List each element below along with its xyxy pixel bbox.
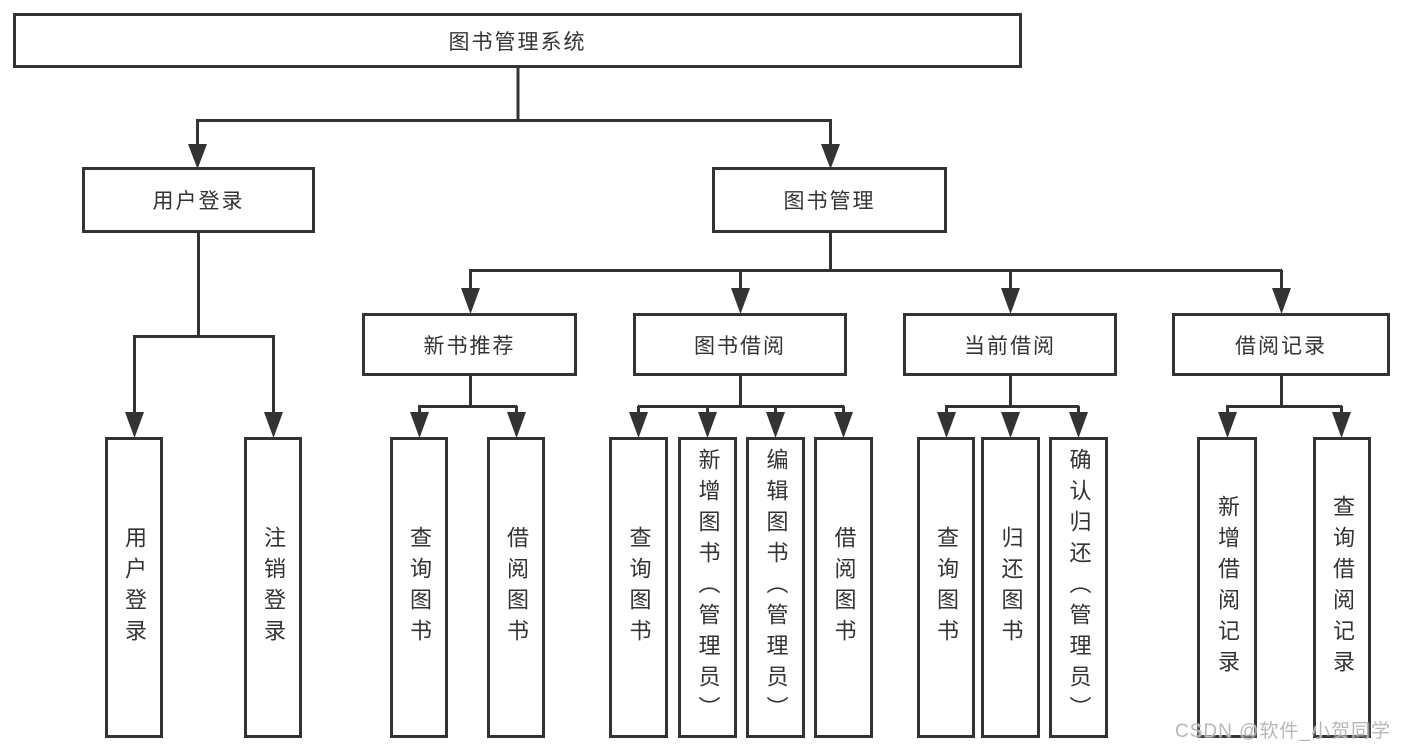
leaf-query-borrow-record: 查询借阅记录 [1313, 437, 1371, 738]
watermark: CSDN @软件_小贺同学 [1175, 721, 1391, 742]
arrowhead-icons [125, 144, 1351, 438]
node-user-login: 用户登录 [82, 167, 315, 233]
leaf-query-books: 查询图书 [609, 437, 668, 738]
leaf-add-borrow-record: 新增借阅记录 [1197, 437, 1257, 738]
node-book-management: 图书管理 [712, 167, 947, 233]
node-library-management-system: 图书管理系统 [13, 13, 1022, 68]
leaf-borrow-books: 借阅图书 [487, 437, 545, 738]
node-current-borrowing: 当前借阅 [903, 313, 1117, 376]
leaf-return-book: 归还图书 [981, 437, 1040, 738]
leaf-confirm-return-admin: 确认归还（管理员） [1049, 437, 1108, 738]
leaf-query-books: 查询图书 [917, 437, 975, 738]
leaf-borrow-books: 借阅图书 [814, 437, 873, 738]
leaf-add-book-admin: 新增图书（管理员） [678, 437, 737, 738]
node-book-borrowing: 图书借阅 [633, 313, 847, 376]
node-new-book-recommendation: 新书推荐 [362, 313, 577, 376]
leaf-user-login: 用户登录 [105, 437, 163, 738]
leaf-logout: 注销登录 [244, 437, 302, 738]
leaf-query-books: 查询图书 [390, 437, 448, 738]
leaf-edit-book-admin: 编辑图书（管理员） [746, 437, 805, 738]
node-borrowing-records: 借阅记录 [1172, 313, 1390, 376]
